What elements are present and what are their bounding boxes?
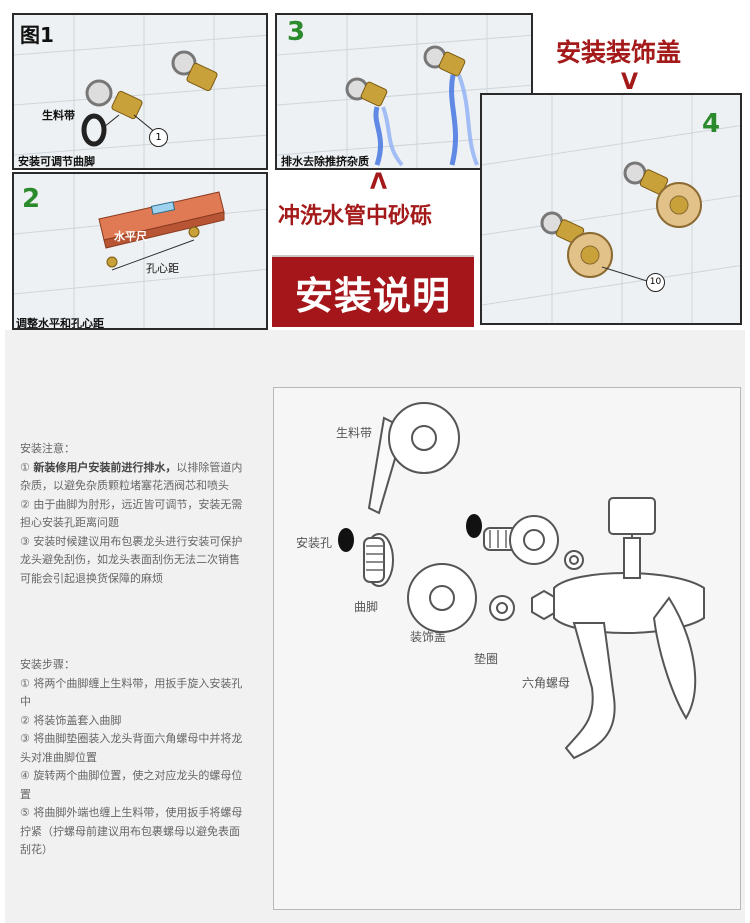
- label-install-hole: 安装孔: [296, 536, 333, 550]
- step-4-text: 旋转两个曲脚位置，使之对应龙头的螺母位置: [20, 769, 243, 801]
- step-2-number: ②: [20, 713, 30, 727]
- install-instructions-banner: 安装说明: [272, 255, 474, 327]
- panel-4-illustration: [482, 95, 740, 323]
- note-1-number: ①: [20, 460, 30, 474]
- panel-1-illustration: [14, 15, 266, 168]
- note-2-number: ②: [20, 497, 30, 511]
- label-cover: 装饰盖: [410, 630, 447, 644]
- note-3-number: ③: [20, 534, 30, 548]
- step-1-text: 将两个曲脚缠上生料带，用扳手旋入安装孔中: [20, 676, 243, 709]
- step-item-4: ④ 旋转两个曲脚位置，使之对应龙头的螺母位置: [20, 767, 250, 804]
- install-steps: 安装步骤： ① 将两个曲脚缠上生料带，用扳手旋入安装孔中 ② 将装饰盖套入曲脚 …: [20, 656, 250, 860]
- step-item-5: ⑤ 将曲脚外端也缠上生料带，使用扳手将螺母拧紧（拧螺母前建议用布包裹螺母以避免表…: [20, 804, 250, 860]
- exploded-diagram: 生料带 安装孔 曲脚 装饰盖 垫圈 六角螺母: [273, 387, 741, 910]
- step-item-1: ① 将两个曲脚缠上生料带，用扳手旋入安装孔中: [20, 675, 250, 712]
- step-1-number: ①: [20, 676, 30, 690]
- panel-4-callout-number: 10: [649, 277, 662, 287]
- note-item-3: ③ 安装时候建议用布包裹龙头进行安装可保护龙头避免刮伤，如龙头表面刮伤无法二次销…: [20, 533, 250, 589]
- panel-install-elbow: 图1 生料带 1 安装可调节曲脚: [12, 13, 268, 170]
- step-3-text: 将曲脚垫圈装入龙头背面六角螺母中并将龙头对准曲脚位置: [20, 732, 243, 764]
- label-tape: 生料带: [336, 426, 373, 440]
- note-1-emphasis: 新装修用户安装前进行排水，: [33, 460, 177, 474]
- note-2-text: 由于曲脚为肘形，远近皆可调节，安装无需担心安装孔距离问题: [20, 497, 243, 530]
- faucet-exploded-illustration: [338, 402, 705, 760]
- panel-1-number: 图1: [20, 23, 54, 47]
- panel-1-callout: 1: [149, 128, 168, 147]
- panel-1-caption: 安装可调节曲脚: [18, 155, 95, 168]
- step-item-2: ② 将装饰盖套入曲脚: [20, 712, 250, 731]
- label-hex-nut: 六角螺母: [522, 676, 571, 690]
- panel-2-illustration: [14, 174, 266, 328]
- panel-install-cover: 4 10: [480, 93, 742, 325]
- install-cover-arrow: V: [621, 70, 639, 95]
- note-item-2: ② 由于曲脚为肘形，远近皆可调节，安装无需担心安装孔距离问题: [20, 496, 250, 533]
- step-item-3: ③ 将曲脚垫圈装入龙头背面六角螺母中并将龙头对准曲脚位置: [20, 730, 250, 767]
- panel-2-level-label: 水平尺: [114, 230, 147, 243]
- steps-heading: 安装步骤：: [20, 658, 75, 671]
- panel-2-distance-label: 孔心距: [146, 262, 179, 275]
- panel-3-illustration: [277, 15, 531, 168]
- panel-2-number: 2: [22, 184, 41, 214]
- step-5-number: ⑤: [20, 806, 30, 819]
- install-notes: 安装注意： ① 新装修用户安装前进行排水，以排除管道内杂质，以避免杂质颗粒堵塞花…: [20, 440, 250, 588]
- panel-2-caption: 调整水平和孔心距: [16, 317, 104, 330]
- panel-1-tape-label: 生料带: [42, 109, 75, 122]
- panel-level-spacing: 2 水平尺 孔心距 调整水平和孔心距: [12, 172, 268, 330]
- notes-heading: 安装注意：: [20, 442, 75, 455]
- label-elbow: 曲脚: [354, 600, 379, 614]
- panel-1-callout-number: 1: [155, 132, 162, 143]
- panel-3-number: 3: [287, 17, 306, 47]
- label-washer: 垫圈: [474, 652, 499, 666]
- panel-4-number: 4: [702, 109, 721, 139]
- install-cover-title: 安装装饰盖: [556, 38, 682, 67]
- step-4-number: ④: [20, 769, 30, 782]
- flush-title: 冲洗水管中砂砾: [278, 204, 433, 229]
- step-3-number: ③: [20, 732, 30, 745]
- panel-3-caption: 排水去除推挤杂质: [281, 155, 369, 168]
- note-1-text: 以排除管道内杂质，以避免杂质颗粒堵塞花洒阀芯和喷头: [20, 460, 243, 493]
- step-5-text: 将曲脚外端也缠上生料带，使用扳手将螺母拧紧（拧螺母前建议用布包裹螺母以避免表面刮…: [20, 806, 243, 856]
- flush-arrow: Λ: [370, 170, 388, 195]
- panel-4-callout: 10: [646, 273, 665, 292]
- step-2-text: 将装饰盖套入曲脚: [33, 713, 122, 727]
- note-3-text: 安装时候建议用布包裹龙头进行安装可保护龙头避免刮伤，如龙头表面刮伤无法二次销售可…: [20, 534, 243, 585]
- note-item-1: ① 新装修用户安装前进行排水，以排除管道内杂质，以避免杂质颗粒堵塞花洒阀芯和喷头: [20, 459, 250, 496]
